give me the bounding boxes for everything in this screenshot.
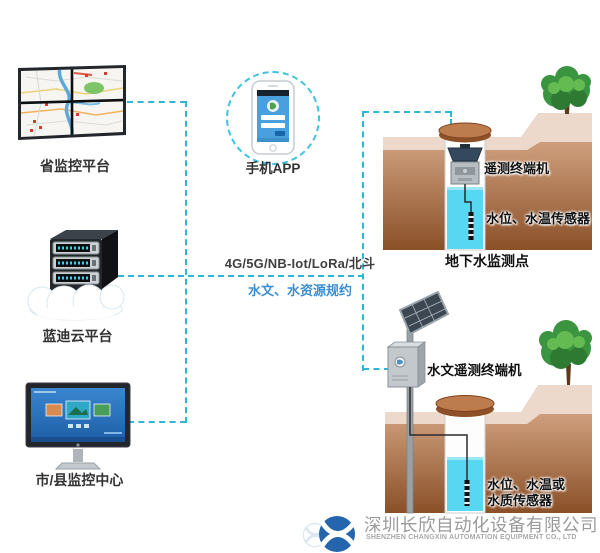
label-site2-sensor-line2: 水质传感器 xyxy=(487,493,553,509)
label-site1-caption: 地下水监测点 xyxy=(445,253,529,269)
connector-monitor xyxy=(128,421,186,423)
mobile-phone-icon xyxy=(251,80,295,155)
label-mobile-app: 手机APP xyxy=(245,161,301,176)
solar-rtu-icon xyxy=(385,290,592,514)
tree-icon xyxy=(539,320,592,385)
video-wall-icon xyxy=(18,65,126,140)
connector-site1 xyxy=(363,111,451,113)
cloud-server-icon xyxy=(27,230,125,321)
label-site2-sensor-line1: 水位、水温或 xyxy=(487,477,566,492)
label-site2-terminal: 水文遥测终端机 xyxy=(427,363,522,378)
underground-well-icon xyxy=(383,66,592,251)
label-province-platform: 省监控平台 xyxy=(40,158,110,174)
desktop-monitor-icon xyxy=(25,382,131,470)
connector-left-trunk xyxy=(185,101,187,423)
phone-dashed-ring xyxy=(226,71,320,165)
connector-main-link xyxy=(118,275,364,277)
connector-videowall xyxy=(127,101,186,103)
tree-icon xyxy=(541,66,591,114)
label-link-protocols: 4G/5G/NB-Iot/LoRa/北斗 xyxy=(224,256,376,271)
label-city-center: 市/县监控中心 xyxy=(35,472,124,488)
connector-site1-drop xyxy=(450,111,452,133)
label-link-spec: 水文、水资源规约 xyxy=(247,283,352,298)
label-cloud-platform: 蓝迪云平台 xyxy=(42,328,113,344)
connector-site2 xyxy=(363,368,390,370)
label-site1-terminal: 遥测终端机 xyxy=(484,161,550,176)
company-name-en: SHENZHEN CHANGXIN AUTOMATION EQUIPMENT C… xyxy=(366,534,577,541)
company-logo-icon xyxy=(319,516,355,552)
connector-right-trunk xyxy=(362,111,364,371)
company-name-cn: 深圳长欣自动化设备有限公司 xyxy=(364,515,598,535)
label-site1-sensor: 水位、水温传感器 xyxy=(486,211,591,226)
label-site2-sensor: 水位、水温或水质传感器 xyxy=(487,477,565,510)
